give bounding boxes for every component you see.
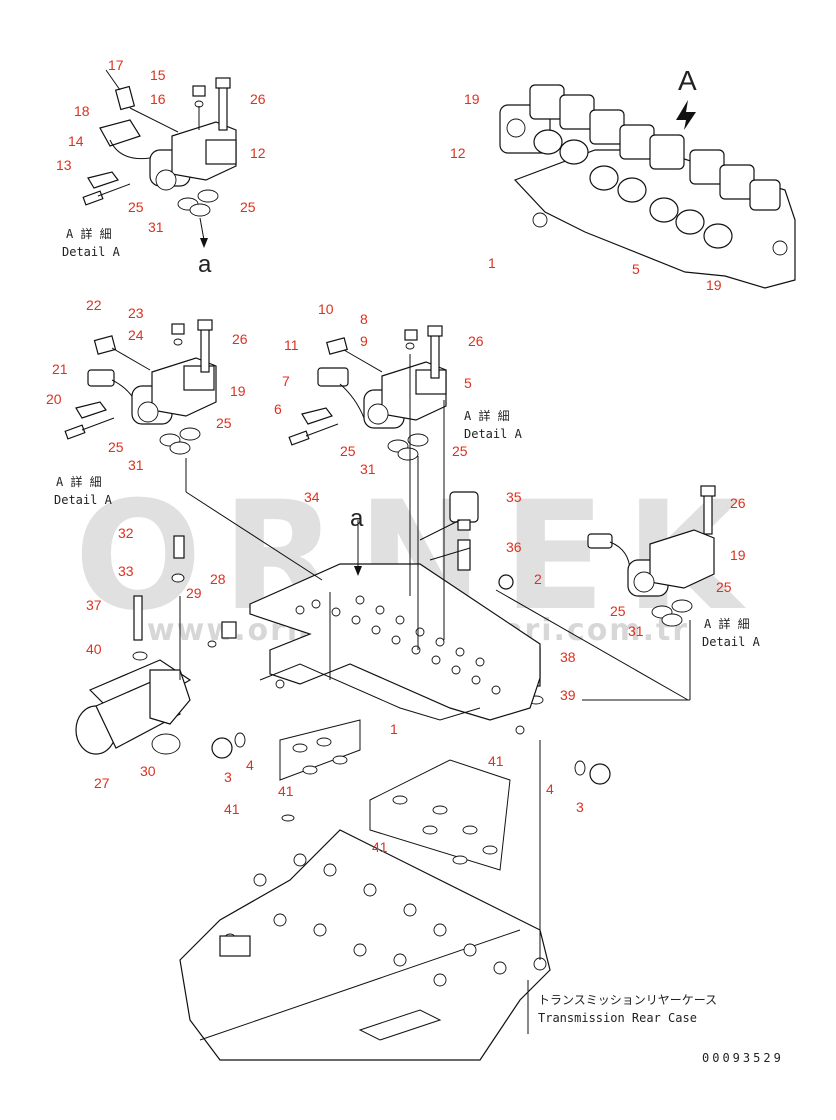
detail-a-middle-left-assembly xyxy=(64,319,217,455)
callout-25: 25 xyxy=(716,579,732,595)
callout-39: 39 xyxy=(560,687,576,703)
detail-a-en-3: Detail A xyxy=(54,493,113,507)
callout-14: 14 xyxy=(68,133,84,149)
callout-25: 25 xyxy=(610,603,626,619)
callout-12: 12 xyxy=(450,145,466,161)
callout-20: 20 xyxy=(46,391,62,407)
main-valve-assembly xyxy=(499,84,796,289)
callout-5: 5 xyxy=(464,375,472,391)
callout-3: 3 xyxy=(576,799,584,815)
callout-34: 34 xyxy=(304,489,320,505)
valve-body-plate xyxy=(249,563,541,735)
callout-31: 31 xyxy=(360,461,376,477)
callout-4: 4 xyxy=(246,757,254,773)
callout-17: 17 xyxy=(108,57,124,73)
callout-22: 22 xyxy=(86,297,102,313)
callout-26: 26 xyxy=(468,333,484,349)
callout-18: 18 xyxy=(74,103,90,119)
callout-19: 19 xyxy=(706,277,722,293)
callout-3: 3 xyxy=(224,769,232,785)
callout-4: 4 xyxy=(546,781,554,797)
callout-19: 19 xyxy=(464,91,480,107)
detail-a-jp-3: A 詳 細 xyxy=(56,474,102,489)
callout-33: 33 xyxy=(118,563,134,579)
detail-a-en-4: Detail A xyxy=(702,635,761,649)
detail-a-top-left-assembly xyxy=(82,77,237,248)
callout-9: 9 xyxy=(360,333,368,349)
detail-labels: A 詳 細 Detail A A 詳 細 Detail A A 詳 細 Deta… xyxy=(54,226,761,649)
callout-13: 13 xyxy=(56,157,72,173)
callout-30: 30 xyxy=(140,763,156,779)
view-labels: A a a xyxy=(198,65,697,532)
callout-29: 29 xyxy=(186,585,202,601)
detail-a-middle-assembly xyxy=(288,325,447,461)
callout-27: 27 xyxy=(94,775,110,791)
callout-15: 15 xyxy=(150,67,166,83)
callout-31: 31 xyxy=(128,457,144,473)
callout-31: 31 xyxy=(148,219,164,235)
callout-25: 25 xyxy=(108,439,124,455)
callout-36: 36 xyxy=(506,539,522,555)
callout-41: 41 xyxy=(488,753,504,769)
callout-5: 5 xyxy=(632,261,640,277)
callout-7: 7 xyxy=(282,373,290,389)
callout-23: 23 xyxy=(128,305,144,321)
callout-41: 41 xyxy=(372,839,388,855)
callout-16: 16 xyxy=(150,91,166,107)
callout-25: 25 xyxy=(216,415,232,431)
detail-a-en-1: Detail A xyxy=(62,245,121,259)
callout-10: 10 xyxy=(318,301,334,317)
callout-1: 1 xyxy=(488,255,496,271)
detail-a-jp-2: A 詳 細 xyxy=(464,408,510,423)
case-label-jp: トランスミッションリヤーケース xyxy=(538,993,717,1007)
callout-1: 1 xyxy=(390,721,398,737)
callout-25: 25 xyxy=(452,443,468,459)
callout-25: 25 xyxy=(340,443,356,459)
case-label-en: Transmission Rear Case xyxy=(538,1011,697,1025)
callout-24: 24 xyxy=(128,327,144,343)
callout-38: 38 xyxy=(560,649,576,665)
transmission-rear-case xyxy=(179,829,551,1061)
solenoid-row-1 xyxy=(529,84,781,211)
detail-a-en-2: Detail A xyxy=(464,427,523,441)
callout-26: 26 xyxy=(232,331,248,347)
leader-lines xyxy=(105,69,691,1034)
callout-numbers: 17 15 16 26 18 14 12 13 25 25 31 19 12 1… xyxy=(46,57,746,855)
callout-26: 26 xyxy=(730,495,746,511)
callout-40: 40 xyxy=(86,641,102,657)
callout-19: 19 xyxy=(230,383,246,399)
callout-41: 41 xyxy=(224,801,240,817)
callout-21: 21 xyxy=(52,361,68,377)
callout-32: 32 xyxy=(118,525,134,541)
view-label-a-main: A xyxy=(678,65,697,96)
solenoid-row-2 xyxy=(533,129,733,249)
callout-6: 6 xyxy=(274,401,282,417)
detail-a-right-assembly xyxy=(587,485,716,627)
callout-2: 2 xyxy=(534,571,542,587)
callout-41: 41 xyxy=(278,783,294,799)
callout-31: 31 xyxy=(628,623,644,639)
callout-12: 12 xyxy=(250,145,266,161)
callout-37: 37 xyxy=(86,597,102,613)
callout-19: 19 xyxy=(730,547,746,563)
callout-35: 35 xyxy=(506,489,522,505)
drawing-number: 00093529 xyxy=(702,1051,784,1065)
detail-a-jp-1: A 詳 細 xyxy=(66,226,112,241)
motor-assembly xyxy=(75,659,192,755)
callout-28: 28 xyxy=(210,571,226,587)
callout-26: 26 xyxy=(250,91,266,107)
gaskets xyxy=(279,719,511,871)
callout-25: 25 xyxy=(128,199,144,215)
view-label-a-arrow-middle: a xyxy=(350,505,364,532)
detail-a-jp-4: A 詳 細 xyxy=(704,616,750,631)
callout-8: 8 xyxy=(360,311,368,327)
callout-11: 11 xyxy=(284,337,299,353)
callout-25: 25 xyxy=(240,199,256,215)
view-label-a-arrow-top: a xyxy=(198,251,212,278)
